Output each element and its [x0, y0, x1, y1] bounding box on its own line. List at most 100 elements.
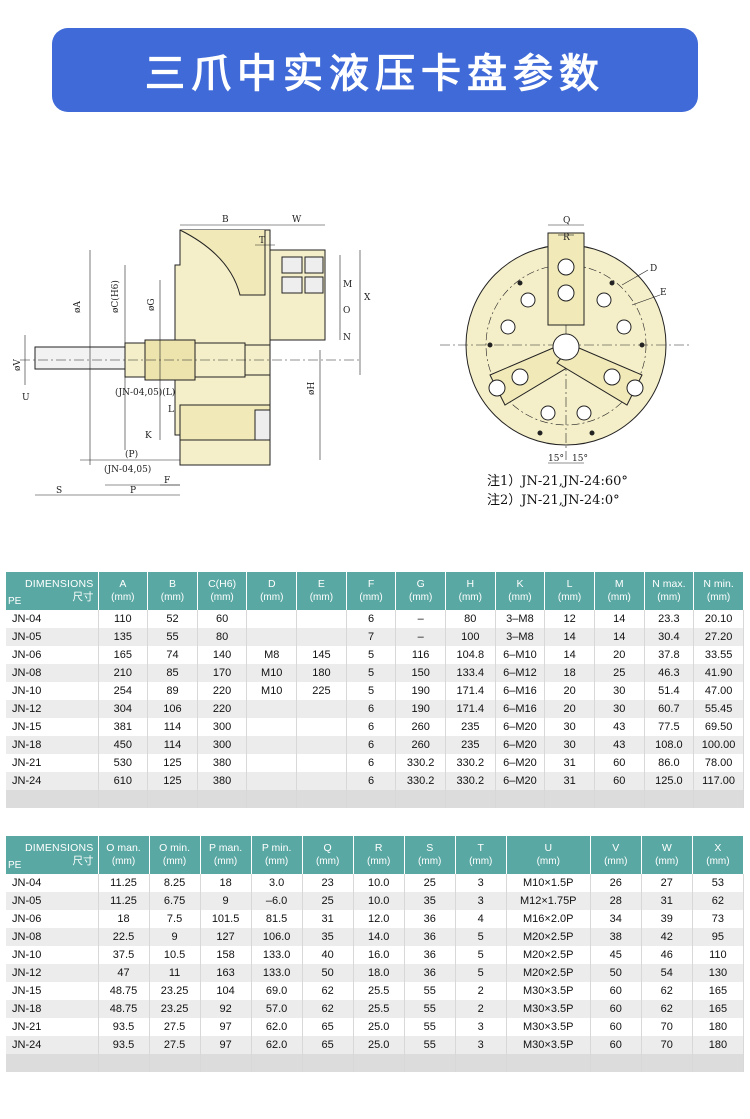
value-cell: 6–M16	[495, 682, 546, 700]
value-cell: 6.75	[149, 892, 201, 910]
model-cell: JN-08	[6, 928, 99, 946]
value-cell: 60	[590, 1018, 642, 1036]
value-cell: 55	[147, 628, 198, 646]
blank-cell	[693, 790, 744, 808]
value-cell: 330.2	[445, 772, 496, 790]
column-header: M(mm)	[594, 572, 645, 610]
value-cell: 36	[404, 928, 456, 946]
value-cell: 133.4	[445, 664, 496, 682]
value-cell: 6–M20	[495, 754, 546, 772]
value-cell: 8.25	[149, 874, 201, 892]
dim-e: E	[660, 288, 667, 298]
value-cell: 46	[641, 946, 693, 964]
model-cell: JN-04	[6, 610, 99, 628]
value-cell: 171.4	[445, 700, 496, 718]
dim-s: S	[56, 486, 62, 496]
value-cell: 51.4	[644, 682, 695, 700]
jaw-top	[547, 232, 585, 326]
model-cell: JN-24	[6, 1036, 99, 1054]
blank-cell	[590, 1054, 642, 1072]
model-cell: JN-15	[6, 718, 99, 736]
value-cell: 11.25	[98, 892, 150, 910]
note-1: 注1）JN-21,JN-24:60°	[487, 474, 628, 489]
value-cell: 108.0	[644, 736, 695, 754]
value-cell: 101.5	[200, 910, 252, 928]
value-cell: 163	[200, 964, 252, 982]
model-cell: JN-18	[6, 736, 99, 754]
value-cell: 30	[594, 682, 645, 700]
value-cell: 30	[594, 700, 645, 718]
blank-cell	[296, 790, 347, 808]
column-header: W(mm)	[641, 836, 693, 874]
value-cell: 11	[149, 964, 201, 982]
value-cell: 110	[98, 610, 149, 628]
dimensions-table-2: DIMENSIONS 尺寸 PE O man.(mm)O min.(mm)P m…	[6, 836, 745, 1072]
banner-title: 三爪中实液压卡盘参数	[145, 51, 605, 97]
value-cell: 23	[302, 874, 354, 892]
value-cell: 450	[98, 736, 149, 754]
value-cell: 18	[544, 664, 595, 682]
value-cell: 93.5	[98, 1018, 150, 1036]
draw-bar	[34, 346, 126, 370]
value-cell: 47.00	[693, 682, 744, 700]
blank-cell	[692, 1054, 745, 1072]
value-cell: M20×2.5P	[506, 928, 591, 946]
value-cell: 55.45	[693, 700, 744, 718]
value-cell: 125.0	[644, 772, 695, 790]
column-header: H(mm)	[445, 572, 496, 610]
dim-q: Q	[563, 216, 570, 226]
value-cell: 20	[544, 682, 595, 700]
note-2: 注2）JN-21,JN-24:0°	[487, 493, 620, 508]
value-cell: 48.75	[98, 982, 150, 1000]
value-cell: 260	[395, 718, 446, 736]
blank-row	[6, 1054, 745, 1072]
value-cell: 380	[197, 754, 248, 772]
value-cell: M20×2.5P	[506, 964, 591, 982]
value-cell: –	[395, 610, 446, 628]
value-cell: 6–M20	[495, 736, 546, 754]
value-cell: 6–M20	[495, 718, 546, 736]
value-cell: 6–M16	[495, 700, 546, 718]
value-cell	[246, 754, 298, 772]
value-cell: 5	[455, 928, 507, 946]
dim-l: L	[168, 405, 174, 415]
value-cell: 74	[147, 646, 198, 664]
value-cell: 53	[692, 874, 745, 892]
value-cell: 62	[692, 892, 745, 910]
value-cell: M8	[246, 646, 298, 664]
model-cell: JN-10	[6, 946, 99, 964]
dim-m: M	[343, 280, 352, 290]
value-cell: 18	[98, 910, 150, 928]
value-cell: 180	[692, 1018, 745, 1036]
value-cell: 28	[590, 892, 642, 910]
header-corner: DIMENSIONS 尺寸 PE	[6, 572, 99, 610]
value-cell: 300	[197, 736, 248, 754]
value-cell: 5	[346, 664, 397, 682]
model-cell: JN-06	[6, 910, 99, 928]
value-cell: 220	[197, 700, 248, 718]
value-cell: 12.0	[353, 910, 405, 928]
value-cell: 5	[346, 646, 397, 664]
column-header: L(mm)	[544, 572, 595, 610]
blank-cell	[98, 790, 149, 808]
value-cell: 30	[544, 736, 595, 754]
value-cell: 60	[590, 1000, 642, 1018]
dim-p-paren: (P)	[125, 449, 138, 460]
model-cell: JN-06	[6, 646, 99, 664]
value-cell: 57.0	[251, 1000, 303, 1018]
value-cell: 70	[641, 1036, 693, 1054]
blank-cell	[200, 1054, 252, 1072]
blank-cell	[404, 1054, 456, 1072]
value-cell: 54	[641, 964, 693, 982]
column-header: G(mm)	[395, 572, 446, 610]
value-cell: 610	[98, 772, 149, 790]
